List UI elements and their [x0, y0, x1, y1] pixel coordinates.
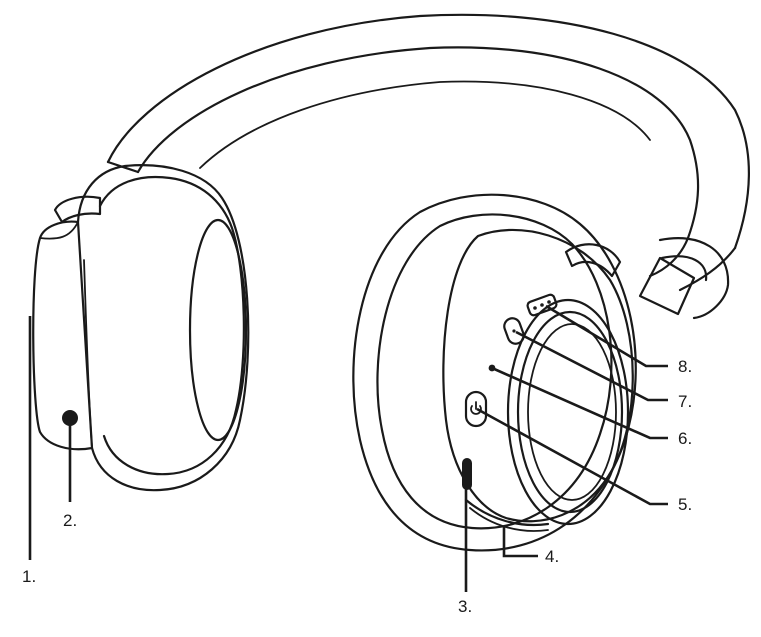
callout-label-6: 6.: [678, 429, 693, 448]
charging-port: [462, 458, 472, 490]
callout-label-8: 8.: [678, 357, 693, 376]
multi-function-button: [526, 293, 558, 317]
power-button: [464, 390, 488, 428]
leader-lines: [28, 304, 668, 592]
callout-label-4: 4.: [545, 547, 560, 566]
callout-label-5: 5.: [678, 495, 693, 514]
right-yoke: [564, 237, 730, 320]
callout-label-2: 2.: [63, 511, 78, 530]
callout-label-3: 3.: [458, 597, 473, 616]
callout-label-1: 1.: [22, 567, 37, 586]
callout-label-7: 7.: [678, 392, 693, 411]
right-ear-cup: [352, 193, 637, 552]
right-cup-controls: [462, 293, 558, 490]
headband: [106, 13, 750, 292]
left-yoke: [53, 195, 102, 224]
left-ear-cup: [32, 164, 250, 492]
volume-button: [503, 317, 525, 345]
